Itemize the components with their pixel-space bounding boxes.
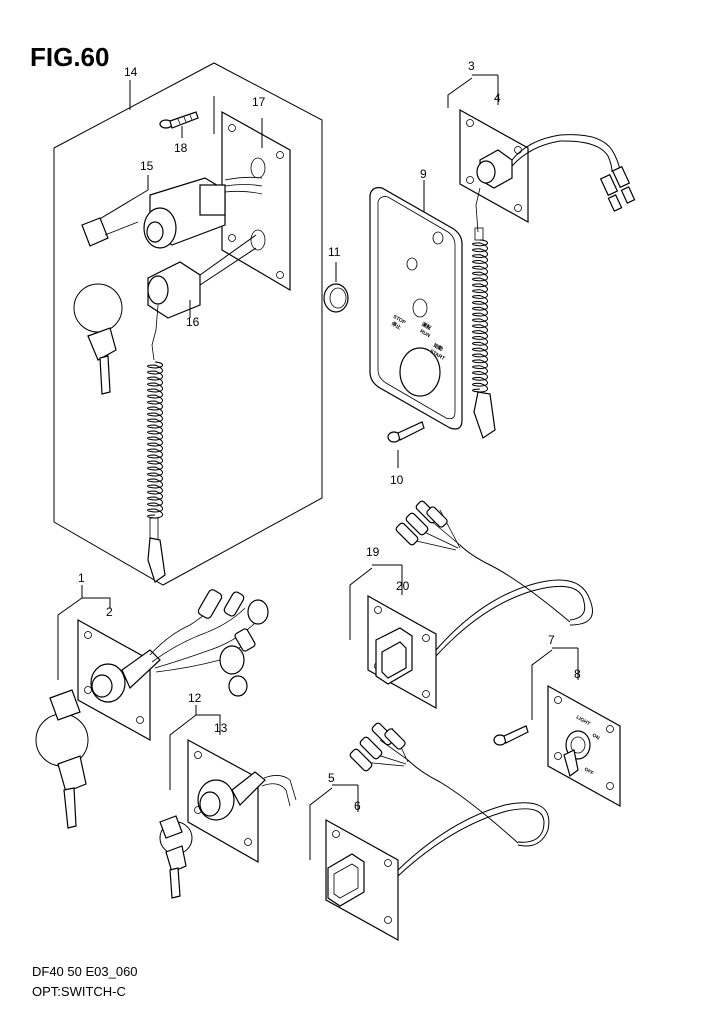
callout-4: 4: [494, 91, 501, 105]
callout-19: 19: [366, 545, 380, 559]
light-switch-off-label: OFF: [583, 767, 595, 777]
screw-10: [387, 421, 425, 468]
panel-label-run: RUN: [419, 329, 432, 340]
callout-3: 3: [468, 59, 475, 73]
model-code: DF40 50 E03_060: [32, 964, 138, 979]
callout-5: 5: [328, 771, 335, 785]
kit-box-14: [53, 62, 323, 586]
callout-numbers: 1 2 3 4 5 6 7 8 9 10 11 12 13 14 15 16 1…: [78, 59, 581, 813]
callout-6: 6: [354, 799, 361, 813]
switch-panel-9: STOP 停止 運転 RUN 始動 START: [369, 180, 463, 430]
callout-15: 15: [140, 159, 154, 173]
light-switch-on-label: ON: [591, 733, 601, 742]
callout-20: 20: [396, 579, 410, 593]
key-switch-12: [159, 705, 297, 899]
screw-18: [159, 96, 215, 138]
panel-label-stop-jp: 停止: [390, 320, 402, 331]
key-switch-15: [73, 175, 263, 395]
rocker-switch-19: [349, 500, 593, 710]
callout-12: 12: [188, 691, 202, 705]
callout-11: 11: [328, 245, 341, 259]
callout-16: 16: [186, 315, 200, 329]
callout-14: 14: [124, 65, 138, 79]
section-name: OPT:SWITCH-C: [32, 984, 126, 999]
callout-7: 7: [548, 633, 555, 647]
callout-9: 9: [420, 167, 427, 181]
panel-label-run-jp: 運転: [420, 321, 432, 332]
plug-11: [323, 262, 349, 313]
callout-1: 1: [78, 571, 85, 585]
callout-17: 17: [252, 95, 266, 109]
callout-2: 2: [106, 605, 113, 619]
panel-label-start-jp: 始動: [432, 342, 444, 353]
callout-8: 8: [574, 667, 581, 681]
stop-switch-3: [447, 74, 636, 439]
light-switch-7: LIGHT ON OFF: [493, 647, 621, 808]
stop-switch-16: [147, 234, 257, 583]
callout-10: 10: [390, 473, 404, 487]
key-switch-1: [35, 585, 269, 829]
callout-13: 13: [214, 721, 228, 735]
figure-title: FIG.60: [30, 42, 109, 72]
toggle-switch-5: [309, 722, 550, 942]
callout-18: 18: [174, 141, 188, 155]
